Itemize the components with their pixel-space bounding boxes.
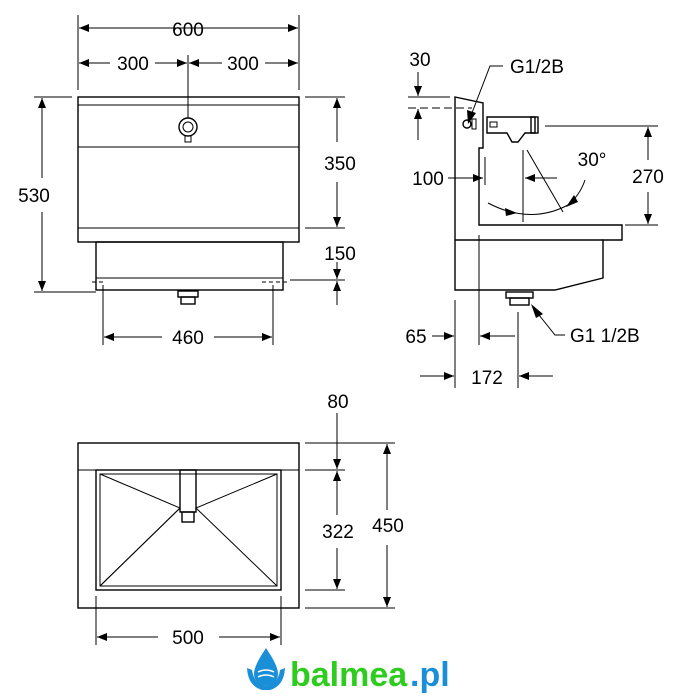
dim-half-right: 300 xyxy=(227,54,259,75)
balmea-logo: balmea .pl xyxy=(247,648,450,694)
dim-lower-height: 150 xyxy=(324,244,356,265)
side-view: 30 G1/2B 100 30° 270 65 G1 1/2B 172 xyxy=(405,50,663,389)
logo-text-main: balmea xyxy=(290,656,408,694)
dim-width-total: 600 xyxy=(172,20,204,41)
dim-drain-distance: 172 xyxy=(471,368,503,389)
dim-rim-depth: 80 xyxy=(327,392,348,413)
label-inlet-thread: G1/2B xyxy=(510,57,564,78)
logo-text-suffix: .pl xyxy=(410,656,450,694)
front-view: 600 300 300 530 350 150 460 xyxy=(18,15,356,349)
push-button-icon xyxy=(178,117,198,143)
faucet-icon xyxy=(462,116,539,143)
dim-bowl-width: 500 xyxy=(172,628,204,649)
dim-offset-top: 30 xyxy=(409,50,430,71)
dim-bottom-width: 460 xyxy=(172,328,204,349)
label-drain-thread: G1 1/2B xyxy=(570,326,640,347)
dim-spout-height: 270 xyxy=(632,167,664,188)
drain-fitting-icon xyxy=(179,469,197,523)
dim-height-total: 530 xyxy=(18,186,50,207)
top-view: 80 322 450 500 xyxy=(77,392,404,649)
dim-total-depth: 450 xyxy=(372,516,404,537)
dim-half-left: 300 xyxy=(117,54,149,75)
dim-upper-height: 350 xyxy=(324,154,356,175)
dim-drain-offset: 65 xyxy=(405,327,426,348)
dim-wall-distance: 100 xyxy=(412,169,444,190)
label-angle: 30° xyxy=(578,150,607,171)
dim-bowl-depth: 322 xyxy=(322,522,354,543)
water-drop-hands-icon xyxy=(247,648,285,690)
